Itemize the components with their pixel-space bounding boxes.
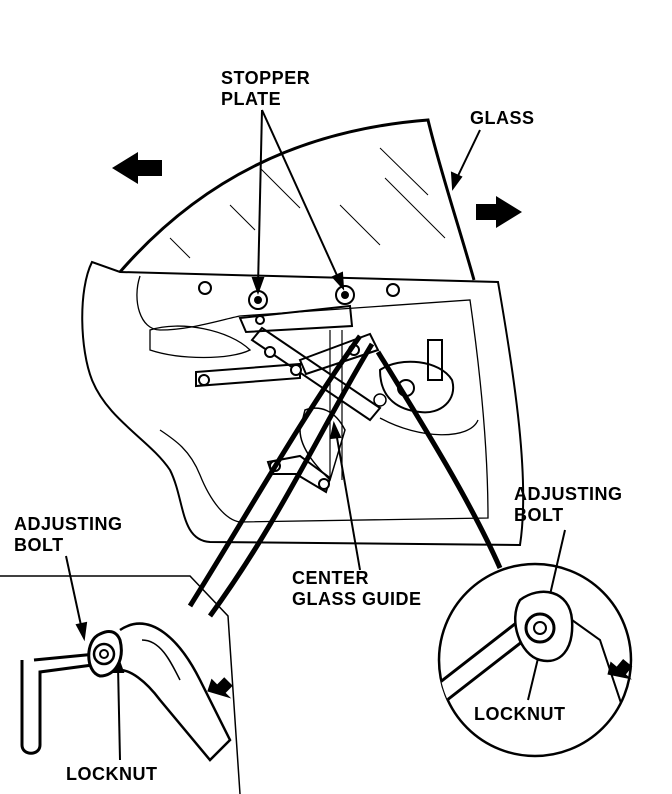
direction-arrows	[112, 152, 633, 699]
stopper-plate-label: STOPPER PLATE	[221, 68, 311, 109]
regulator-mechanism	[195, 304, 455, 494]
glass-panel	[118, 118, 476, 281]
arrow-left-icon	[112, 152, 162, 184]
left-detail-inset	[0, 575, 241, 794]
adjusting-bolt-right-label: ADJUSTING BOLT	[514, 484, 623, 525]
right-detail-inset	[437, 562, 633, 758]
extension-lines	[187, 334, 503, 618]
adjusting-bolt-left-label: ADJUSTING BOLT	[14, 514, 123, 555]
mounting-bolts	[198, 281, 400, 490]
locknut-right-label: LOCKNUT	[474, 704, 566, 724]
arrow-right-icon	[476, 196, 522, 228]
locknut-left-label: LOCKNUT	[66, 764, 158, 784]
center-glass-guide-label: CENTER GLASS GUIDE	[292, 568, 422, 609]
door-panel	[81, 260, 525, 547]
glass-label: GLASS	[470, 108, 535, 128]
arrow-up-right-icon-2	[607, 658, 633, 680]
arrow-up-right-icon	[207, 677, 233, 699]
